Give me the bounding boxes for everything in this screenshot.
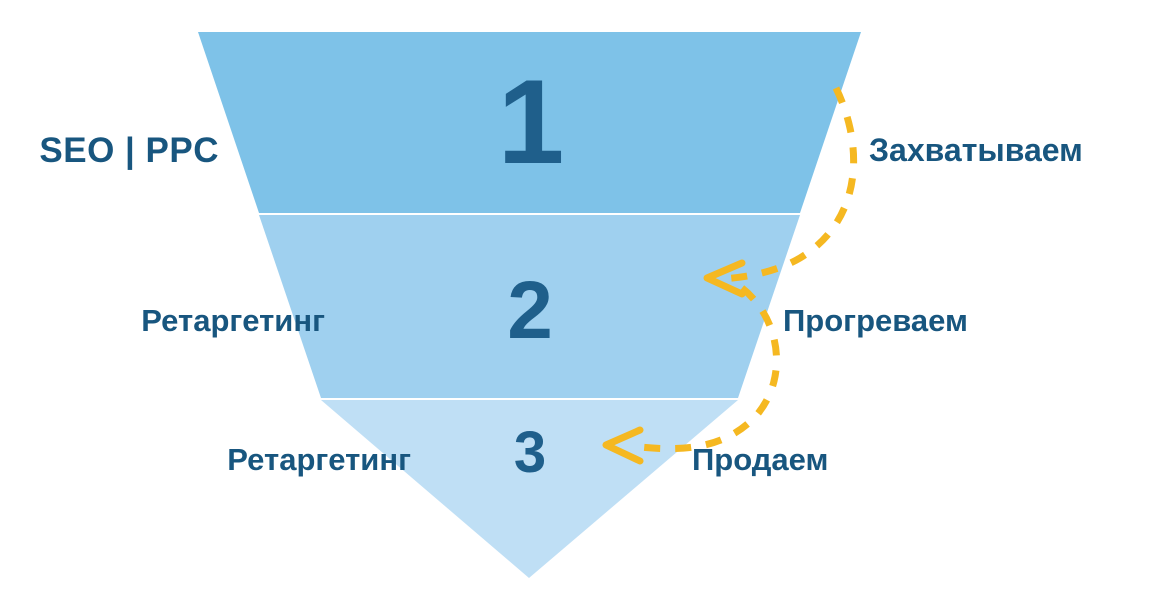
funnel-tier-2-number: 2 bbox=[507, 265, 553, 356]
funnel-tier-1-number: 1 bbox=[497, 55, 565, 189]
funnel-tier-2-right-label: Прогреваем bbox=[783, 303, 968, 338]
funnel-tier-1-left-label: SEO | PPC bbox=[39, 131, 219, 170]
funnel-tier-3-right-label: Продаем bbox=[692, 442, 829, 477]
funnel-tier-2-left-label: Ретаргетинг bbox=[141, 303, 325, 338]
funnel-tier-3-shape bbox=[321, 400, 738, 578]
funnel-tier-2-shape bbox=[259, 215, 800, 398]
funnel-tier-3-left-label: Ретаргетинг bbox=[227, 442, 411, 477]
arrow-capture-to-warm bbox=[703, 86, 858, 298]
funnel-tier-1-right-label: Захватываем bbox=[869, 132, 1083, 168]
funnel-tier-3-number: 3 bbox=[513, 420, 547, 485]
funnel-tier-1-shape bbox=[198, 32, 861, 213]
arrow-warm-to-sell bbox=[602, 285, 780, 465]
